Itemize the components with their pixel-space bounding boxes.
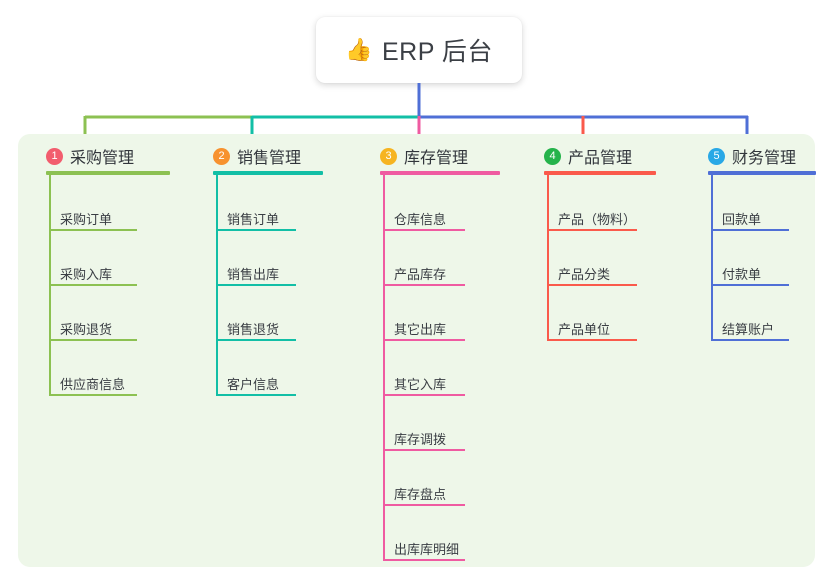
root-node-title: 👍 ERP 后台 — [345, 32, 493, 68]
column-库存管理: 3 库存管理仓库信息产品库存其它出库其它入库库存调拨库存盘点出库库明细 — [360, 134, 528, 567]
column-header-rule — [708, 171, 816, 175]
node-item[interactable]: 采购退货 — [60, 322, 113, 337]
column-index-badge: 2 — [213, 147, 230, 165]
node-item[interactable]: 销售订单 — [227, 212, 280, 227]
column-header[interactable]: 5 财务管理 — [708, 144, 796, 168]
node-item[interactable]: 仓库信息 — [394, 212, 447, 227]
column-index-badge: 5 — [708, 147, 725, 165]
column-产品管理: 4 产品管理产品（物料） 产品分类产品单位 — [524, 134, 692, 567]
node-item[interactable]: 产品库存 — [394, 267, 447, 282]
column-title: 库存管理 — [404, 150, 469, 167]
node-item[interactable]: 产品单位 — [558, 322, 611, 337]
node-item-rule — [383, 229, 465, 231]
node-item-rule — [711, 339, 789, 341]
node-item-rule — [49, 229, 137, 231]
node-item[interactable]: 其它出库 — [394, 322, 447, 337]
node-item-rule — [383, 339, 465, 341]
column-header[interactable]: 1 采购管理 — [46, 144, 134, 168]
node-item-rule — [216, 394, 296, 396]
column-header[interactable]: 2 销售管理 — [213, 144, 301, 168]
node-item-rule — [216, 284, 296, 286]
node-item-rule — [216, 339, 296, 341]
column-销售管理: 2 销售管理销售订单销售出库销售退货客户信息 — [193, 134, 361, 567]
node-item[interactable]: 出库库明细 — [394, 542, 460, 557]
node-item-rule — [547, 229, 637, 231]
column-index-badge: 1 — [46, 147, 63, 165]
node-item-rule — [49, 394, 137, 396]
column-header[interactable]: 3 库存管理 — [380, 144, 468, 168]
thumbs-up-icon: 👍 — [345, 37, 373, 62]
column-title: 采购管理 — [70, 150, 135, 167]
node-item[interactable]: 其它入库 — [394, 377, 447, 392]
column-trunk-line — [547, 175, 549, 339]
columns-panel: 1 采购管理采购订单采购入库采购退货供应商信息 2 销售管理销售订单销售出库销售退货客… — [18, 134, 816, 567]
node-item[interactable]: 库存盘点 — [394, 487, 447, 502]
column-trunk-line — [711, 175, 713, 339]
column-header-rule — [213, 171, 323, 175]
node-item-rule — [216, 229, 296, 231]
column-header[interactable]: 4 产品管理 — [544, 144, 632, 168]
column-index-badge: 4 — [544, 147, 561, 165]
node-item[interactable]: 采购订单 — [60, 212, 113, 227]
node-item-rule — [711, 284, 789, 286]
node-item[interactable]: 产品（物料） — [558, 212, 637, 227]
node-item[interactable]: 付款单 — [722, 267, 762, 282]
node-item[interactable]: 客户信息 — [227, 377, 280, 392]
column-title: 销售管理 — [237, 150, 302, 167]
column-采购管理: 1 采购管理采购订单采购入库采购退货供应商信息 — [26, 134, 194, 567]
column-header-rule — [46, 171, 170, 175]
node-item[interactable]: 销售退货 — [227, 322, 280, 337]
node-item-rule — [383, 449, 465, 451]
column-header-rule — [380, 171, 500, 175]
node-item[interactable]: 结算账户 — [722, 322, 775, 337]
node-item-rule — [383, 559, 465, 561]
column-title: 财务管理 — [732, 150, 797, 167]
node-item[interactable]: 回款单 — [722, 212, 762, 227]
node-item-rule — [547, 339, 637, 341]
node-item[interactable]: 销售出库 — [227, 267, 280, 282]
node-item-rule — [49, 284, 137, 286]
node-item[interactable]: 库存调拨 — [394, 432, 447, 447]
node-item-rule — [383, 284, 465, 286]
node-item[interactable]: 产品分类 — [558, 267, 611, 282]
column-index-badge: 3 — [380, 147, 397, 165]
root-node-label: ERP 后台 — [382, 38, 493, 66]
node-item[interactable]: 采购入库 — [60, 267, 113, 282]
root-node-card[interactable]: 👍 ERP 后台 — [316, 17, 522, 83]
column-trunk-line — [383, 175, 385, 559]
column-财务管理: 5 财务管理回款单付款单结算账户 — [688, 134, 839, 567]
node-item-rule — [383, 504, 465, 506]
node-item-rule — [711, 229, 789, 231]
node-item-rule — [547, 284, 637, 286]
column-title: 产品管理 — [568, 150, 633, 167]
column-header-rule — [544, 171, 656, 175]
node-item[interactable]: 供应商信息 — [60, 377, 126, 392]
node-item-rule — [383, 394, 465, 396]
node-item-rule — [49, 339, 137, 341]
